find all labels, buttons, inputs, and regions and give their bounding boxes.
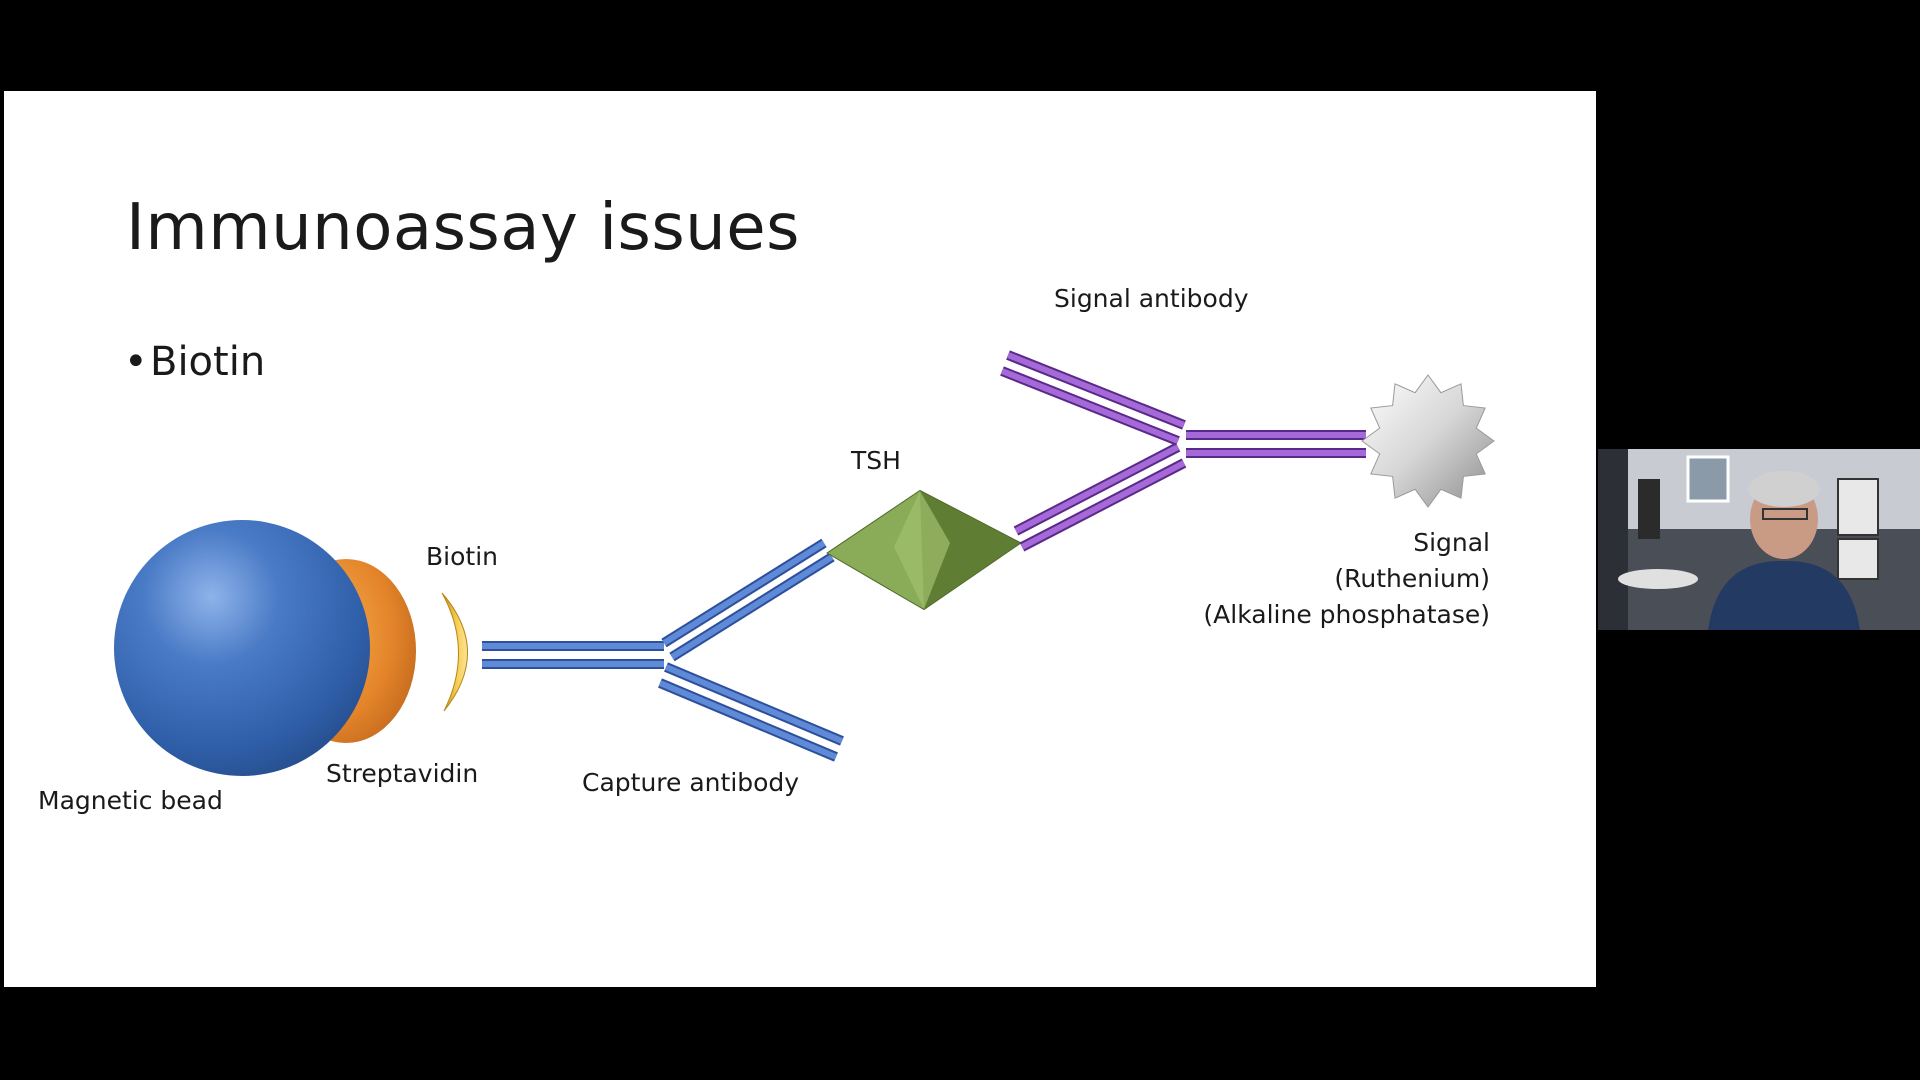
magnetic-bead-shape [114, 520, 370, 776]
label-streptavidin: Streptavidin [326, 759, 479, 788]
capture-antibody-shape [482, 538, 844, 762]
immunoassay-diagram [114, 350, 1495, 776]
label-magnetic-bead: Magnetic bead [38, 786, 223, 815]
label-signal-antibody: Signal antibody [1054, 284, 1249, 313]
tsh-shape [826, 489, 1022, 611]
signal-antibody-shape [1000, 350, 1366, 552]
bullet-text: Biotin [150, 339, 266, 385]
label-signal-title: Signal [1413, 528, 1490, 557]
slide-title: Immunoassay issues [126, 191, 800, 265]
label-tsh: TSH [851, 446, 901, 475]
bullet-dot: • [124, 339, 148, 385]
label-biotin: Biotin [426, 542, 498, 571]
signal-shape [1361, 374, 1495, 508]
label-capture-antibody: Capture antibody [582, 768, 800, 797]
bullet-item: •Biotin [124, 339, 265, 385]
label-alkaline-phosphatase: (Alkaline phosphatase) [1203, 600, 1490, 629]
label-ruthenium: (Ruthenium) [1334, 564, 1490, 593]
presenter-video [1598, 449, 1920, 630]
presentation-slide: Immunoassay issues •Biotin [4, 91, 1596, 987]
biotin-shape [441, 592, 468, 712]
label-signal: Signal (Ruthenium) (Alkaline phosphatase… [1203, 525, 1490, 633]
